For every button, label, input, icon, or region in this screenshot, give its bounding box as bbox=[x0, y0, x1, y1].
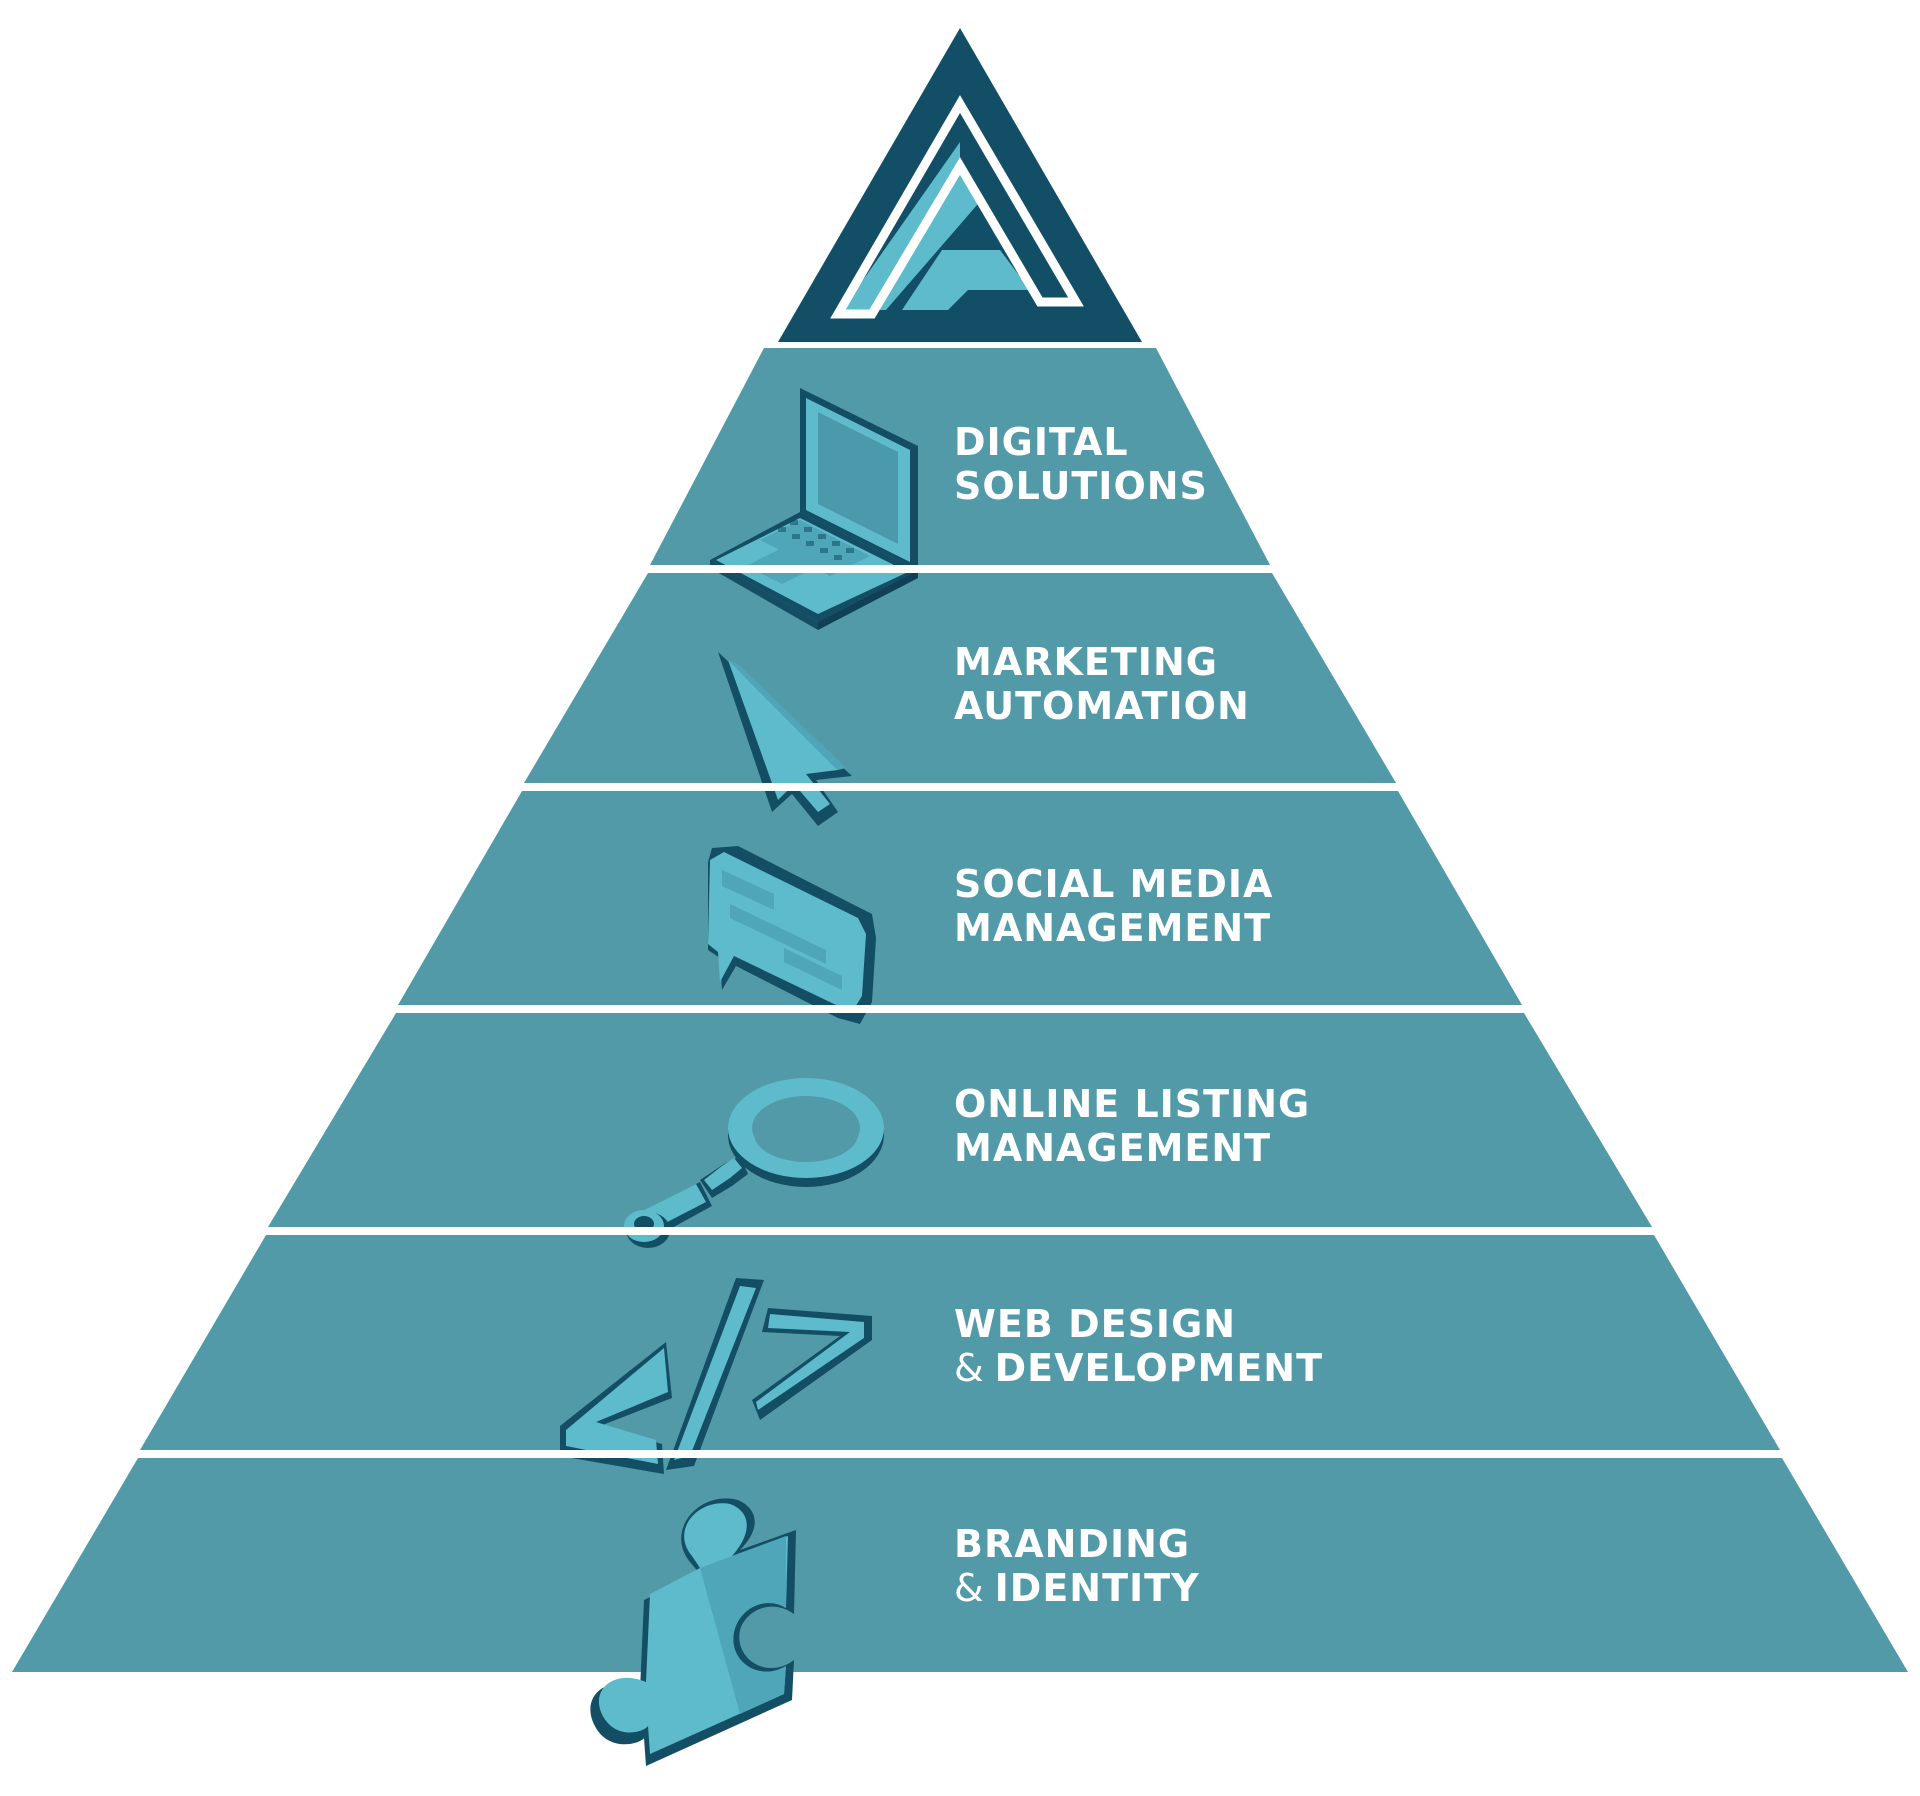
pyramid-apex bbox=[778, 28, 1142, 342]
tier-social-media-management bbox=[398, 791, 1522, 1005]
tier-label-line1: ONLINE LISTING bbox=[954, 1082, 1311, 1126]
code-icon bbox=[560, 1278, 872, 1474]
chat-bubble-icon bbox=[708, 846, 876, 1024]
cursor-icon bbox=[718, 652, 852, 826]
tier-band bbox=[268, 1013, 1652, 1227]
tier-marketing-automation bbox=[524, 573, 1396, 783]
tier-label-line2: AUTOMATION bbox=[954, 684, 1250, 728]
tier-label-line1: SOCIAL MEDIA bbox=[954, 862, 1274, 906]
tier-band bbox=[140, 1235, 1780, 1450]
tier-label-line2: &DEVELOPMENT bbox=[954, 1346, 1323, 1390]
tier-online-listing-management bbox=[268, 1013, 1652, 1227]
tier-label-line1: MARKETING bbox=[954, 640, 1218, 684]
tier-label-web-design-development: WEB DESIGN &DEVELOPMENT bbox=[954, 1302, 1323, 1390]
tier-separators bbox=[130, 565, 1790, 1458]
pyramid-tiers bbox=[12, 348, 1908, 1672]
tier-label-social-media-management: SOCIAL MEDIA MANAGEMENT bbox=[954, 862, 1273, 950]
tier-label-line2: MANAGEMENT bbox=[954, 1126, 1272, 1170]
tier-label-online-listing-management: ONLINE LISTING MANAGEMENT bbox=[954, 1082, 1310, 1170]
tier-label-marketing-automation: MARKETING AUTOMATION bbox=[954, 640, 1250, 728]
tier-icons bbox=[560, 388, 918, 1766]
tier-label-line2: SOLUTIONS bbox=[954, 464, 1208, 508]
letter-a-logo bbox=[830, 95, 1084, 319]
tier-band bbox=[398, 791, 1522, 1005]
tier-label-line1: WEB DESIGN bbox=[954, 1302, 1237, 1346]
tier-label-line2: &IDENTITY bbox=[954, 1566, 1200, 1610]
tier-label-line2-text: DEVELOPMENT bbox=[994, 1346, 1324, 1390]
puzzle-piece-icon bbox=[590, 1498, 796, 1766]
tier-branding-identity bbox=[12, 1458, 1908, 1672]
tier-label-line2: MANAGEMENT bbox=[954, 906, 1272, 950]
tier-band bbox=[524, 573, 1396, 783]
tier-label-digital-solutions: DIGITAL SOLUTIONS bbox=[954, 420, 1208, 508]
ampersand: & bbox=[954, 1566, 985, 1610]
tier-label-branding-identity: BRANDING &IDENTITY bbox=[954, 1522, 1200, 1610]
tier-web-design-development bbox=[140, 1235, 1780, 1450]
tier-label-line1: BRANDING bbox=[954, 1522, 1191, 1566]
tier-label-line1: DIGITAL bbox=[954, 420, 1129, 464]
tier-band bbox=[12, 1458, 1908, 1672]
ampersand: & bbox=[954, 1346, 985, 1390]
tier-label-line2-text: IDENTITY bbox=[994, 1566, 1200, 1610]
